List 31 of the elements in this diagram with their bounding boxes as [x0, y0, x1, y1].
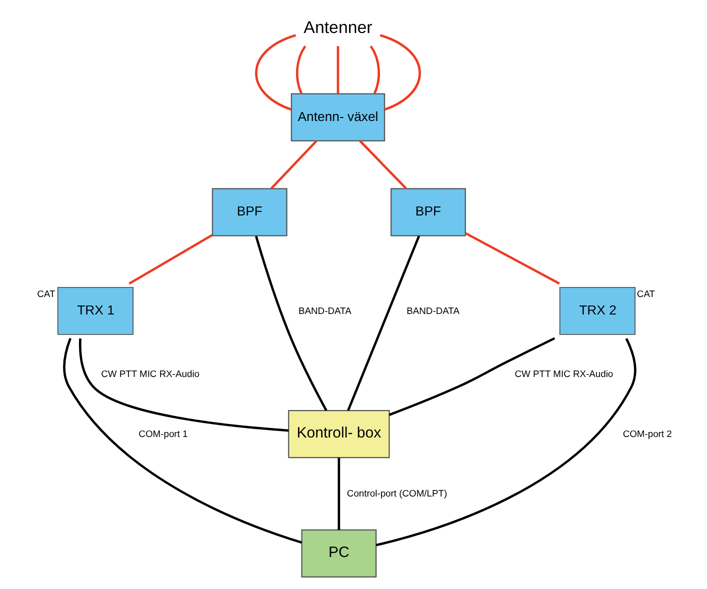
- connector: [296, 46, 306, 94]
- edge-label: BAND-DATA: [298, 304, 352, 316]
- node-box: BPF: [212, 188, 288, 236]
- node-text: Antenner: [304, 18, 372, 38]
- connector: [376, 338, 636, 546]
- connector: [270, 140, 318, 190]
- connector: [370, 46, 380, 94]
- node-box: BPF: [390, 188, 466, 236]
- node-box: PC: [301, 529, 377, 578]
- connector: [338, 458, 340, 530]
- connector: [336, 46, 340, 94]
- connector: [128, 234, 213, 285]
- edge-label: BAND-DATA: [406, 304, 460, 316]
- edge-label: CW PTT MIC RX-Audio: [101, 368, 200, 380]
- connector: [380, 34, 421, 111]
- connector: [388, 337, 556, 416]
- connector: [78, 338, 289, 432]
- node-box: Antenn- växel: [290, 93, 386, 142]
- edge-label: COM-port 1: [138, 428, 188, 439]
- connector: [254, 236, 328, 412]
- connector: [359, 140, 407, 190]
- connector: [63, 338, 302, 544]
- node-label: CAT: [636, 288, 656, 299]
- node-label: CAT: [37, 288, 56, 299]
- connector: [255, 34, 296, 111]
- edge-label: COM-port 2: [622, 428, 672, 439]
- node-box: Kontroll- box: [288, 410, 390, 458]
- edge-label: Control-port (COM/LPT): [346, 488, 448, 499]
- connector: [465, 232, 560, 285]
- connector: [347, 235, 420, 412]
- edge-label: CW PTT MIC RX-Audio: [514, 368, 614, 380]
